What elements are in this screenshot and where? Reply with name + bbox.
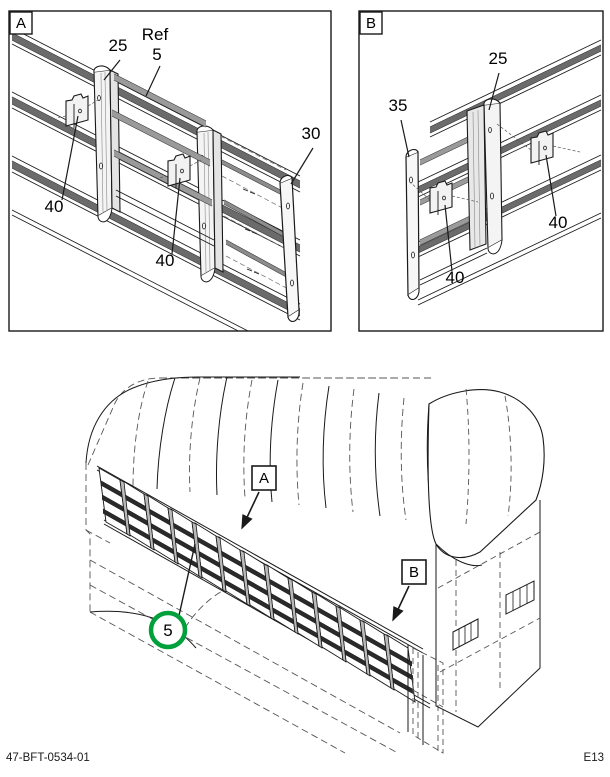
callout-40-a-left: 40 — [45, 197, 64, 216]
item-callout-5-circle — [148, 610, 188, 650]
bracket-40-a-center — [157, 153, 202, 188]
detail-marker-b: B — [392, 559, 427, 622]
bracket-40-b-right — [496, 123, 581, 165]
detail-panel-b-tag: B — [359, 11, 383, 35]
detail-panel-b-contents — [400, 39, 602, 306]
leader-35-b — [400, 119, 410, 158]
detail-panel-b: B 25 35 40 40 — [358, 10, 604, 332]
callout-40-a-center: 40 — [156, 251, 175, 270]
leader-40-b-right — [545, 154, 557, 217]
bus-roof-solid — [85, 376, 300, 464]
callout-25-b: 25 — [489, 49, 508, 68]
bus-front-crown — [427, 389, 545, 559]
bus-side-wall-solid — [89, 610, 197, 649]
callout-ref-a: Ref — [142, 25, 169, 44]
item-callout-5-label: 5 — [163, 621, 172, 640]
bus-roof — [87, 377, 432, 466]
leader-lines-a — [61, 59, 314, 255]
detail-panel-a-tag: A — [9, 11, 33, 35]
bus-front-body-dashed — [437, 531, 541, 712]
detail-panel-a: A 25 Ref 5 30 40 40 — [8, 10, 332, 332]
detail-panel-a-contents — [11, 27, 314, 331]
endcap-35-b — [405, 148, 420, 301]
post-25-a — [93, 65, 121, 223]
bus-side-wall — [85, 463, 346, 754]
callout-40-b-right: 40 — [549, 213, 568, 232]
leader-25-a — [103, 59, 121, 81]
panel-right-shading-a — [222, 160, 292, 280]
item-callout-5: 5 — [148, 543, 196, 650]
callout-5-a: 5 — [152, 45, 161, 64]
bus-belt-line — [89, 559, 401, 753]
leader-25-b — [488, 72, 500, 111]
bus-front-body — [435, 500, 541, 728]
panel-right-a — [219, 135, 295, 293]
detail-marker-a: A — [241, 465, 277, 530]
bus-rear-door-solid — [407, 645, 424, 745]
bus-headlight-lower — [452, 618, 479, 651]
bracket-40-a-left — [55, 93, 99, 128]
leader-30-a — [290, 147, 314, 185]
leader-40-a-center — [171, 177, 181, 255]
panel-5-shading-a — [112, 74, 212, 206]
callout-25-a: 25 — [109, 36, 128, 55]
footer-page-code: E13 — [583, 752, 604, 764]
bus-roof-ribs — [132, 377, 407, 521]
post-25-b — [466, 98, 503, 255]
detail-panel-b-letter: B — [366, 15, 376, 32]
leader-5-a — [145, 65, 161, 97]
leader-item-5 — [177, 543, 196, 621]
bus-rear-door — [412, 647, 444, 754]
bus-roof-ribs-solid — [156, 376, 434, 525]
footer-drawing-number: 47-BFT-0534-01 — [6, 752, 90, 764]
detail-marker-b-letter: B — [409, 564, 419, 581]
leader-40-b-left — [444, 204, 453, 272]
bus-headlight-upper — [505, 580, 535, 615]
detail-panel-a-letter: A — [16, 15, 26, 32]
fastener-marks-a — [242, 188, 260, 275]
callout-40-b-left: 40 — [446, 268, 465, 287]
callout-35-b: 35 — [389, 96, 408, 115]
leader-lines-b — [400, 72, 557, 272]
vent-cells — [98, 467, 416, 703]
endcap-30-a — [279, 174, 300, 323]
detail-marker-a-letter: A — [259, 470, 269, 487]
bus-front-crown-seams — [465, 388, 512, 525]
bus-vent-strip — [96, 465, 431, 709]
leader-40-a-left — [61, 115, 79, 201]
callout-30-a: 30 — [302, 124, 321, 143]
main-bus-view: A B 5 — [85, 376, 545, 754]
bracket-40-b-left — [410, 180, 479, 215]
